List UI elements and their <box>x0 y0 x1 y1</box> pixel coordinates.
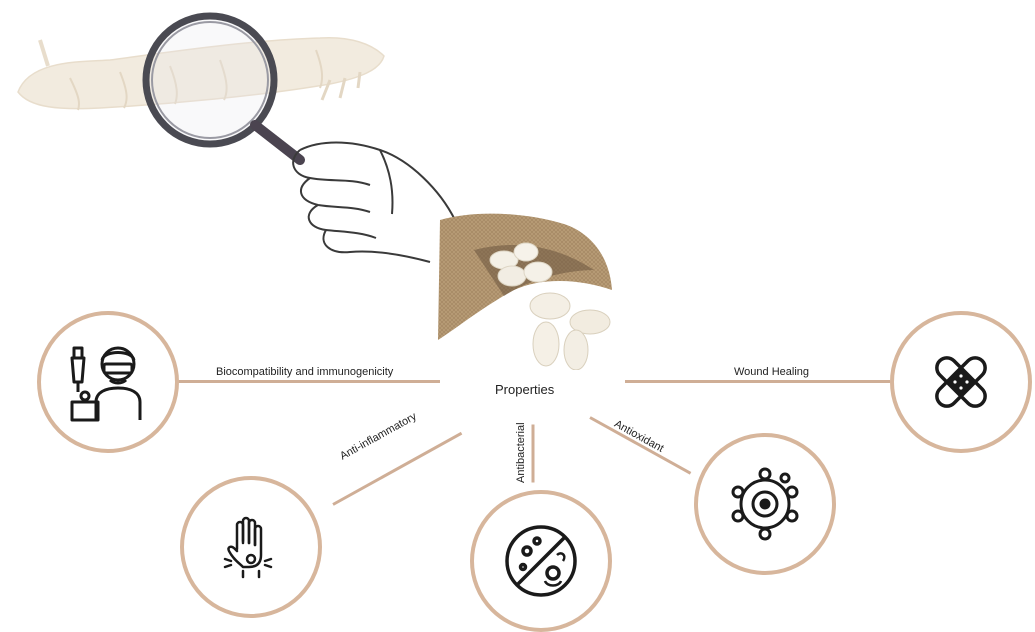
connector-bio <box>177 380 440 383</box>
no-bacteria-icon <box>501 521 581 601</box>
cocoon-sack-photo <box>434 210 614 370</box>
scientist-icon <box>68 342 148 422</box>
node-oxid <box>694 433 836 575</box>
connector-wound <box>625 380 890 383</box>
node-bact <box>470 490 612 632</box>
inflamed-hand-icon <box>219 515 283 579</box>
label-inflam: Anti-inflammatory <box>338 411 419 463</box>
hand-illustration <box>293 143 455 263</box>
node-bio <box>37 311 179 453</box>
molecule-icon <box>725 464 805 544</box>
bandage-icon <box>925 346 997 418</box>
node-wound <box>890 311 1032 453</box>
silkworm-magnifier-illustration <box>0 0 470 270</box>
center-label: Properties <box>495 382 554 397</box>
connector-oxid <box>589 416 691 474</box>
magnifying-glass-icon <box>146 16 300 160</box>
label-bact: Antibacterial <box>515 422 527 483</box>
connector-bact <box>532 425 535 483</box>
node-inflam <box>180 476 322 618</box>
label-wound: Wound Healing <box>734 366 809 378</box>
label-bio: Biocompatibility and immunogenicity <box>216 366 393 378</box>
